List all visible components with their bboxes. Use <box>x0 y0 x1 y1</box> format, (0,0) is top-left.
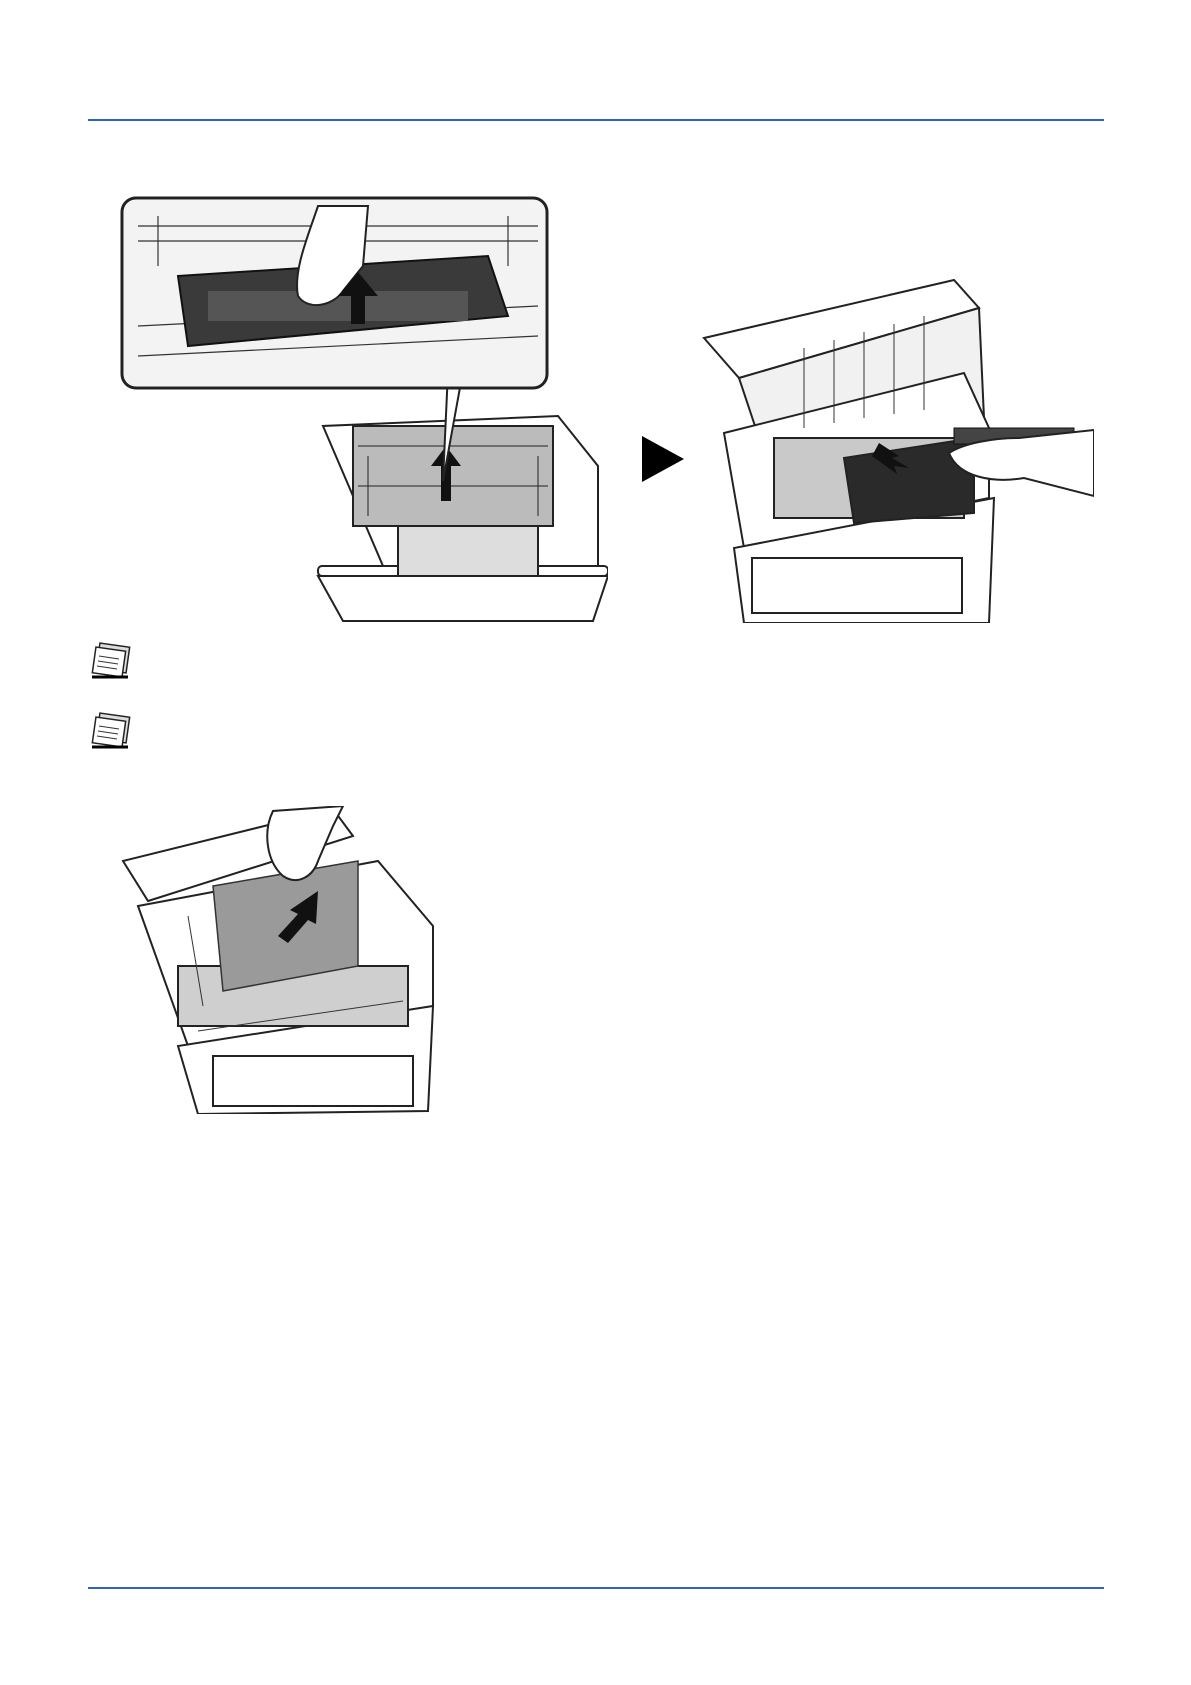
printer-remove-drum-icon <box>694 278 1094 623</box>
printer-open-hand-lift-icon <box>118 196 608 626</box>
note-icon <box>88 641 134 681</box>
footer-rule <box>88 1587 1104 1589</box>
printer-paper-jam-icon <box>118 806 438 1114</box>
triangle-right-icon <box>640 434 686 484</box>
header-rule <box>88 119 1104 121</box>
note-icon <box>88 711 134 751</box>
